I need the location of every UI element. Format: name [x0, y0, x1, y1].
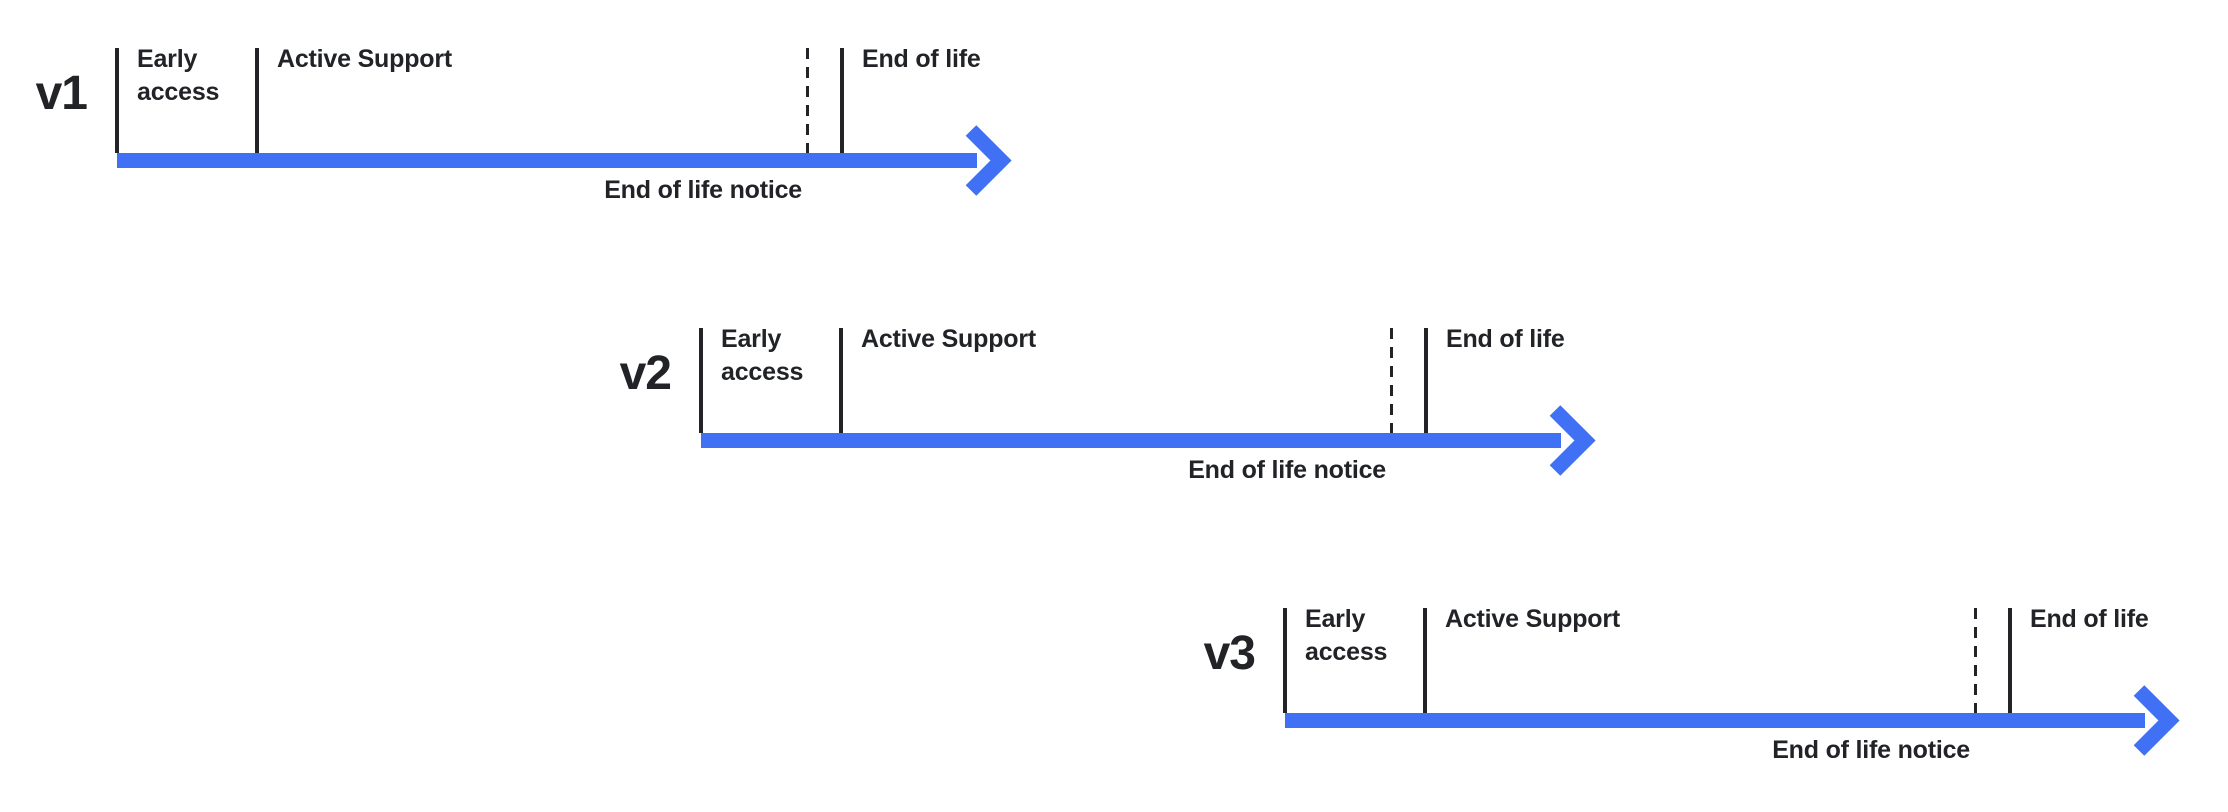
phase-label-active-support: Active Support	[277, 45, 452, 73]
version-label: v3	[1203, 627, 1256, 680]
end-of-life-tick	[1424, 328, 1428, 433]
early-access-tick	[1283, 608, 1287, 713]
active-support-tick	[1423, 608, 1427, 713]
version-label: v2	[619, 347, 672, 400]
phase-label-early-access: Early access	[137, 45, 220, 106]
phase-label-active-support: Active Support	[1445, 605, 1620, 633]
end-of-life-tick	[2008, 608, 2012, 713]
end-of-life-tick	[840, 48, 844, 153]
phase-label-active-support: Active Support	[861, 325, 1036, 353]
eol-notice-label: End of life notice	[604, 176, 802, 204]
timeline-arrow-icon	[117, 125, 1012, 196]
early-access-tick	[699, 328, 703, 433]
phase-label-end-of-life: End of life	[2030, 605, 2149, 633]
eol-notice-dashed-line	[1974, 608, 1977, 713]
timeline-arrow-icon	[701, 405, 1596, 476]
phase-label-end-of-life: End of life	[1446, 325, 1565, 353]
eol-notice-label: End of life notice	[1772, 736, 1970, 764]
eol-notice-dashed-line	[806, 48, 809, 153]
phase-label-end-of-life: End of life	[862, 45, 981, 73]
version-label: v1	[35, 67, 88, 120]
phase-label-early-access: Early access	[1305, 605, 1388, 666]
eol-notice-label: End of life notice	[1188, 456, 1386, 484]
active-support-tick	[255, 48, 259, 153]
timeline-arrow-icon	[1285, 685, 2180, 756]
phase-label-early-access: Early access	[721, 325, 804, 386]
early-access-tick	[115, 48, 119, 153]
eol-notice-dashed-line	[1390, 328, 1393, 433]
active-support-tick	[839, 328, 843, 433]
